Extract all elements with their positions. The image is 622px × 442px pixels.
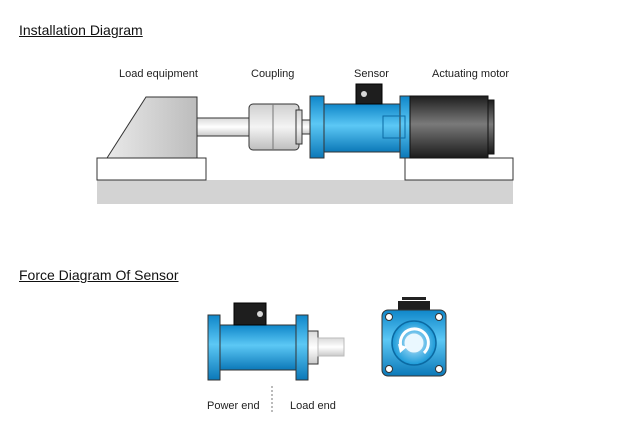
sensor-body xyxy=(323,103,401,153)
force-sensor-shaft xyxy=(317,337,345,357)
load-equipment-body xyxy=(106,96,198,159)
circular-arrow-icon xyxy=(398,327,430,355)
mount-hole-tr xyxy=(435,313,443,321)
load-pedestal xyxy=(96,157,207,181)
front-view-top-bar xyxy=(402,297,426,300)
installation-diagram-title: Installation Diagram xyxy=(19,22,143,38)
sensor-connector xyxy=(355,83,383,105)
load-end-label: Load end xyxy=(290,400,336,412)
sensor-label: Sensor xyxy=(354,68,389,80)
base-plate xyxy=(97,180,513,204)
coupling-body xyxy=(248,103,300,151)
sensor-input-shaft xyxy=(301,119,311,135)
motor-pedestal xyxy=(404,157,514,181)
force-diagram-title: Force Diagram Of Sensor xyxy=(19,267,179,283)
force-sensor-flange-right xyxy=(295,314,309,381)
sensor-flange-left xyxy=(309,95,325,159)
load-shaft xyxy=(196,117,250,137)
force-sensor-connector xyxy=(233,302,267,326)
coupling-label: Coupling xyxy=(251,68,295,80)
power-end-label: Power end xyxy=(207,400,260,412)
force-sensor-body xyxy=(219,324,297,371)
front-view-connector xyxy=(398,301,430,311)
load-equipment-label: Load equipment xyxy=(119,68,198,80)
mount-hole-bl xyxy=(385,365,393,373)
force-sensor-flange-left xyxy=(207,314,221,381)
force-sensor-shaft-step xyxy=(307,330,319,365)
mount-hole-tl xyxy=(385,313,393,321)
motor-body xyxy=(409,95,489,159)
actuating-motor-label: Actuating motor xyxy=(432,68,510,80)
mount-hole-br xyxy=(435,365,443,373)
